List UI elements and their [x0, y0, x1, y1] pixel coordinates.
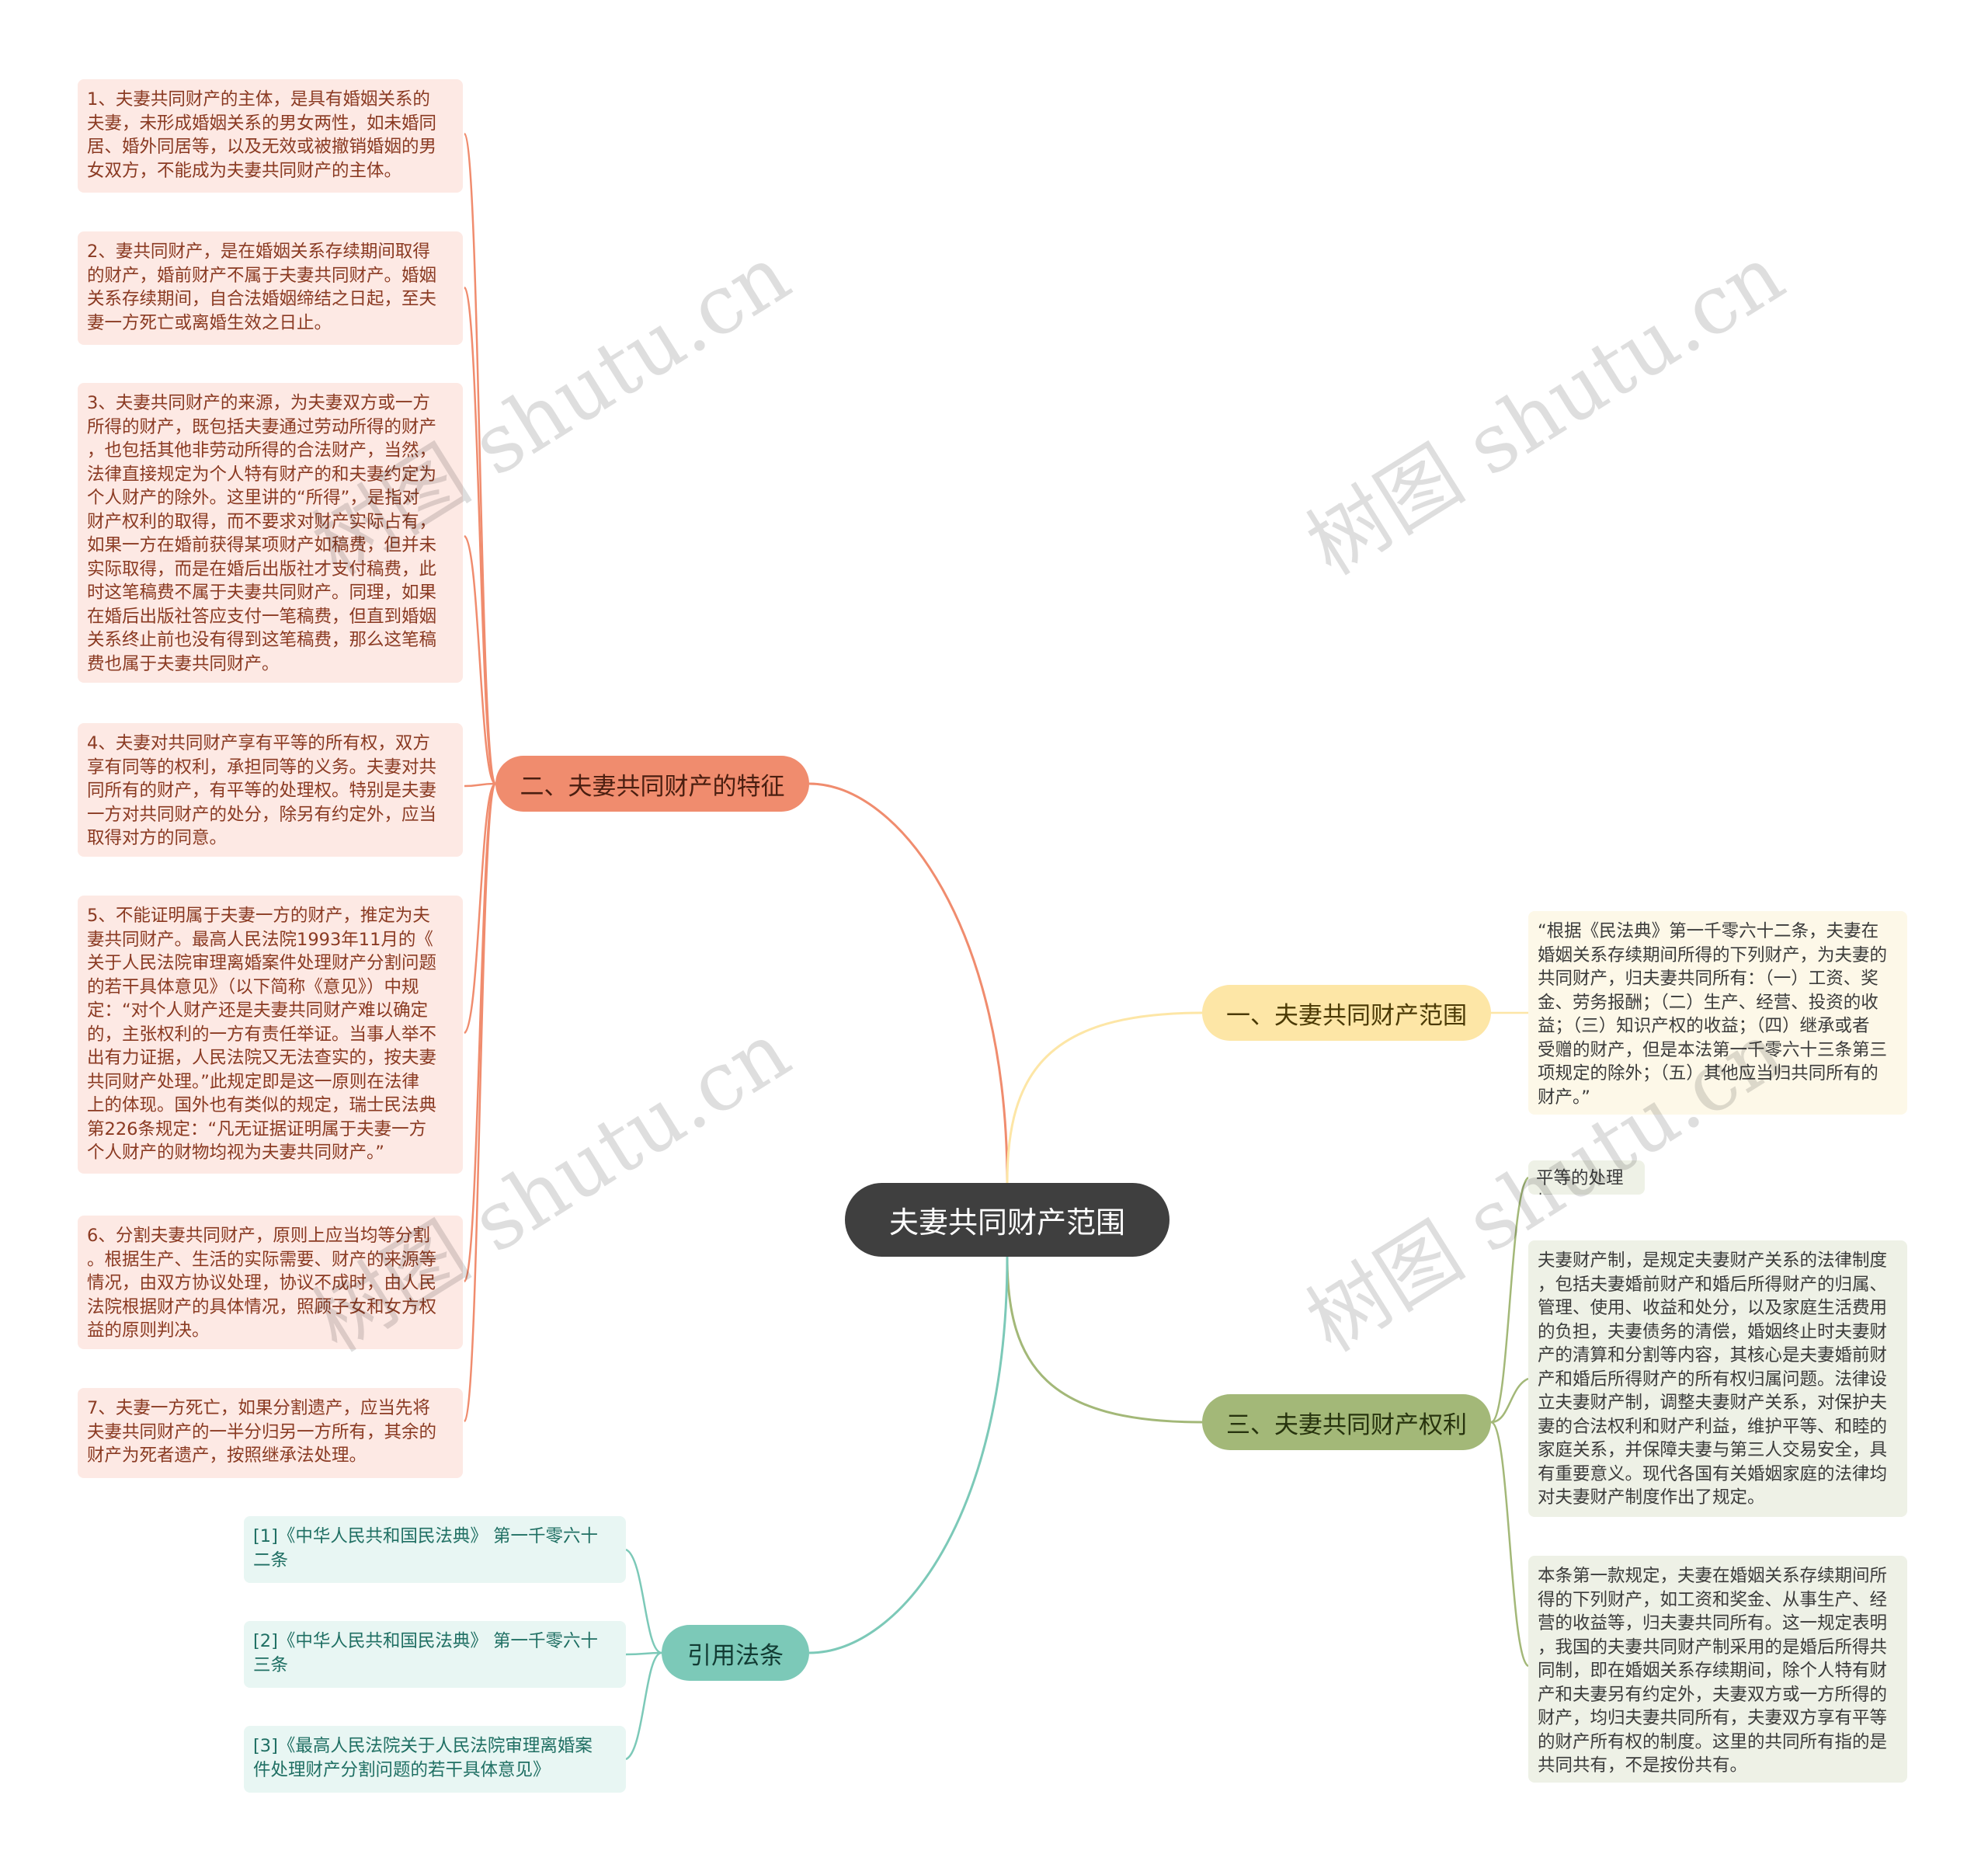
law-leaf-2[interactable]: [2]《中华人民共和国民法典》 第一千零六十 三条 — [244, 1621, 626, 1688]
scope-leaf-1[interactable]: “根据《民法典》第一千零六十二条，夫妻在 婚姻关系存续期间所得的下列财产，为夫妻… — [1528, 911, 1907, 1115]
feature-leaf-3[interactable]: 3、夫妻共同财产的来源，为夫妻双方或一方 所得的财产，既包括夫妻通过劳动所得的财… — [78, 383, 463, 683]
feature-leaf-1[interactable]: 1、夫妻共同财产的主体，是具有婚姻关系的 夫妻，未形成婚姻关系的男女两性，如未婚… — [78, 79, 463, 193]
feature-leaf-7[interactable]: 7、夫妻一方死亡，如果分割遗产，应当先将 夫妻共同财产的一半分归另一方所有，其余… — [78, 1388, 463, 1478]
edge-central-rights — [1006, 1256, 1203, 1424]
rights-leaf-1[interactable]: 平等的处理权 — [1528, 1160, 1645, 1195]
law-leaf-1[interactable]: [1]《中华人民共和国民法典》 第一千零六十 二条 — [244, 1516, 626, 1583]
edges-laws — [625, 1548, 662, 1761]
branch-features[interactable]: 二、夫妻共同财产的特征 — [495, 756, 809, 812]
feature-leaf-5[interactable]: 5、不能证明属于夫妻一方的财产，推定为夫 妻共同财产。最高人民法院1993年11… — [78, 896, 463, 1174]
edge-central-features — [808, 782, 1009, 1184]
branch-laws[interactable]: 引用法条 — [662, 1625, 809, 1681]
central-topic[interactable]: 夫妻共同财产范围 — [845, 1183, 1170, 1257]
branch-rights[interactable]: 三、夫妻共同财产权利 — [1202, 1394, 1491, 1450]
edges-features — [463, 132, 497, 1423]
branch-scope[interactable]: 一、夫妻共同财产范围 — [1202, 985, 1491, 1041]
feature-leaf-6[interactable]: 6、分割夫妻共同财产，原则上应当均等分割 。根据生产、生活的实际需要、财产的来源… — [78, 1216, 463, 1349]
edges-rights — [1490, 1176, 1529, 1668]
edge-central-scope — [1006, 1011, 1203, 1184]
rights-leaf-2[interactable]: 夫妻财产制，是规定夫妻财产关系的法律制度 ，包括夫妻婚前财产和婚后所得财产的归属… — [1528, 1240, 1907, 1517]
law-leaf-3[interactable]: [3]《最高人民法院关于人民法院审理离婚案 件处理财产分割问题的若干具体意见》 — [244, 1726, 626, 1793]
rights-leaf-3[interactable]: 本条第一款规定，夫妻在婚姻关系存续期间所 得的下列财产，如工资和奖金、从事生产、… — [1528, 1556, 1907, 1783]
feature-leaf-4[interactable]: 4、夫妻对共同财产享有平等的所有权，双方 享有同等的权利，承担同等的义务。夫妻对… — [78, 723, 463, 857]
feature-leaf-2[interactable]: 2、妻共同财产，是在婚姻关系存续期间取得 的财产，婚前财产不属于夫妻共同财产。婚… — [78, 231, 463, 345]
edge-central-laws — [808, 1256, 1009, 1654]
